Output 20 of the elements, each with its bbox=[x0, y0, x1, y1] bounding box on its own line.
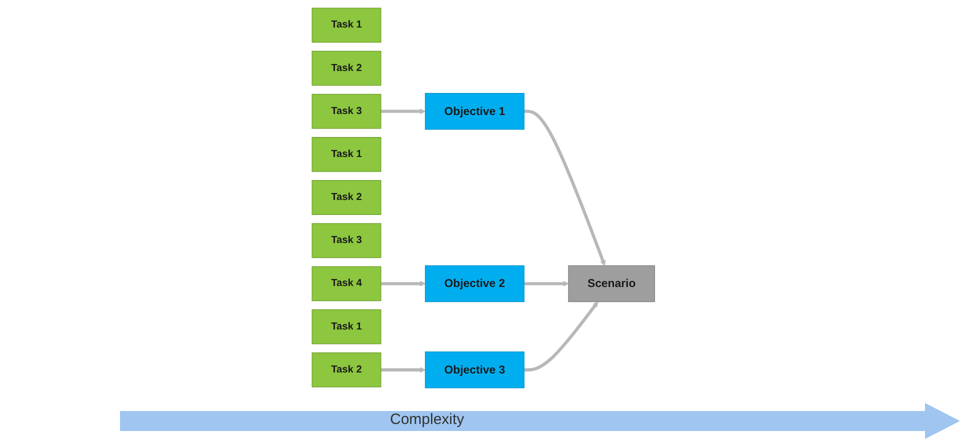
node-box: Task 1 bbox=[311, 136, 381, 172]
node-box: Objective 1 bbox=[424, 92, 524, 130]
arrow bbox=[524, 280, 568, 286]
arrow bbox=[380, 280, 426, 286]
node-box: Task 3 bbox=[311, 222, 381, 258]
node-box: Task 1 bbox=[311, 308, 381, 344]
axis-label: Complexity bbox=[390, 411, 464, 428]
node-box: Task 1 bbox=[311, 7, 381, 42]
node-box: Task 3 bbox=[311, 93, 381, 128]
node-box: Objective 3 bbox=[424, 350, 524, 388]
node-box: Objective 2 bbox=[424, 264, 524, 302]
arrow bbox=[380, 366, 426, 372]
node-box: Task 2 bbox=[311, 352, 381, 387]
node-box: Task 2 bbox=[311, 180, 381, 214]
arrow bbox=[524, 109, 606, 266]
node-box: Task 2 bbox=[311, 50, 381, 86]
arrow bbox=[380, 108, 426, 114]
node-box: Task 4 bbox=[311, 266, 381, 301]
arrow bbox=[524, 301, 598, 371]
node-box: Scenario bbox=[568, 264, 655, 302]
